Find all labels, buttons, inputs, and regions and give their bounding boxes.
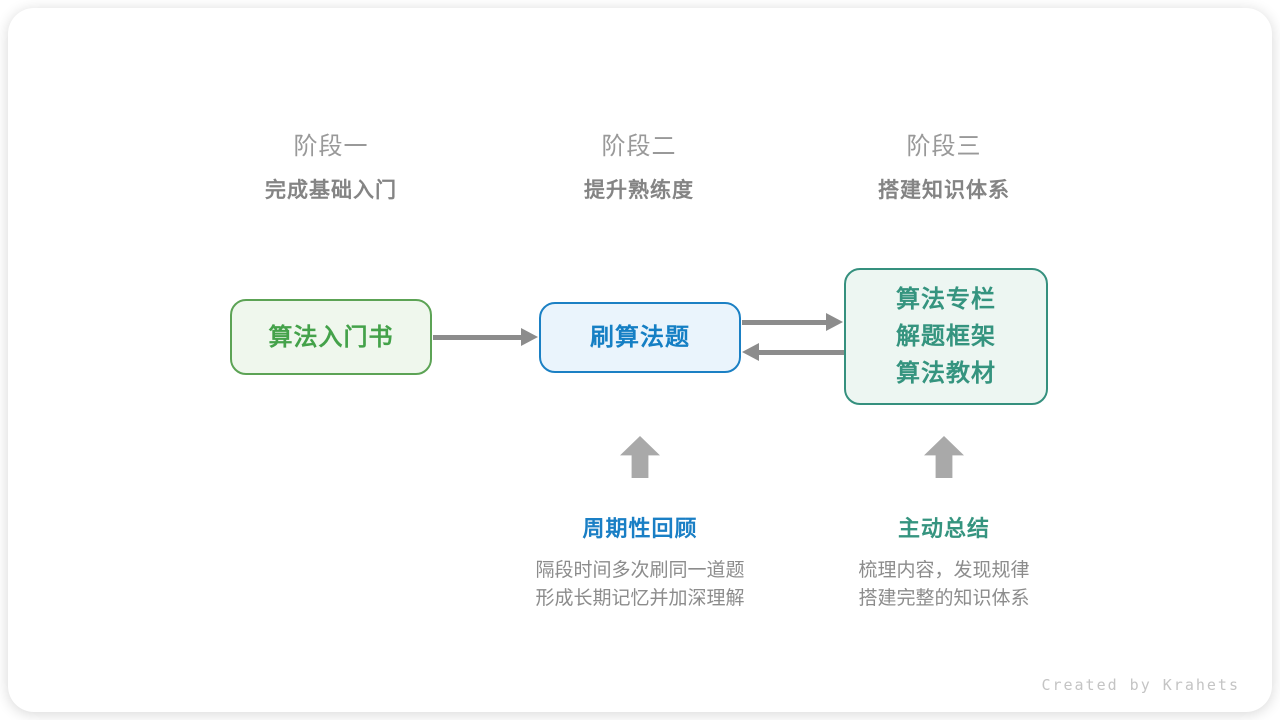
node-practice-problems: 刷算法题	[539, 302, 741, 373]
node-knowledge-resources-line1: 算法专栏	[896, 286, 996, 313]
up-arrow-icon	[924, 436, 964, 478]
annotation2-line2: 搭建完整的知识体系	[858, 588, 1030, 609]
annotation1-line1: 隔段时间多次刷同一道题	[535, 560, 745, 581]
diagram-card: 阶段一 完成基础入门 阶段二 提升熟练度 阶段三 搭建知识体系 算法入门书 刷算…	[8, 8, 1272, 712]
footer-credit: Created by Krahets	[1041, 676, 1240, 694]
node-knowledge-resources-line2: 解题框架	[896, 323, 996, 350]
annotation1-line2: 形成长期记忆并加深理解	[535, 588, 745, 609]
node-intro-book: 算法入门书	[230, 299, 432, 375]
node-practice-problems-label: 刷算法题	[590, 324, 690, 351]
stage1-label: 阶段一	[293, 133, 369, 160]
annotation2-line1: 梳理内容，发现规律	[858, 560, 1030, 581]
stage2-subtitle: 提升熟练度	[584, 179, 694, 202]
node-knowledge-resources-line3: 算法教材	[896, 360, 996, 387]
arrowhead-right-icon	[521, 328, 538, 346]
node-intro-book-label: 算法入门书	[268, 323, 394, 351]
annotation1-title: 周期性回顾	[582, 516, 698, 541]
arrowhead-right-icon	[826, 313, 843, 331]
annotation1-text: 隔段时间多次刷同一道题 形成长期记忆并加深理解	[480, 557, 800, 613]
stage3-label: 阶段三	[906, 133, 982, 160]
stage3-subtitle: 搭建知识体系	[878, 179, 1010, 202]
up-arrow-icon	[620, 436, 660, 478]
stage2-label: 阶段二	[601, 133, 677, 160]
stage1-subtitle: 完成基础入门	[265, 179, 397, 202]
annotation2-title: 主动总结	[897, 516, 990, 541]
annotation2-text: 梳理内容，发现规律 搭建完整的知识体系	[784, 557, 1104, 613]
node-knowledge-resources: 算法专栏 解题框架 算法教材	[844, 268, 1048, 405]
arrowhead-left-icon	[742, 343, 759, 361]
